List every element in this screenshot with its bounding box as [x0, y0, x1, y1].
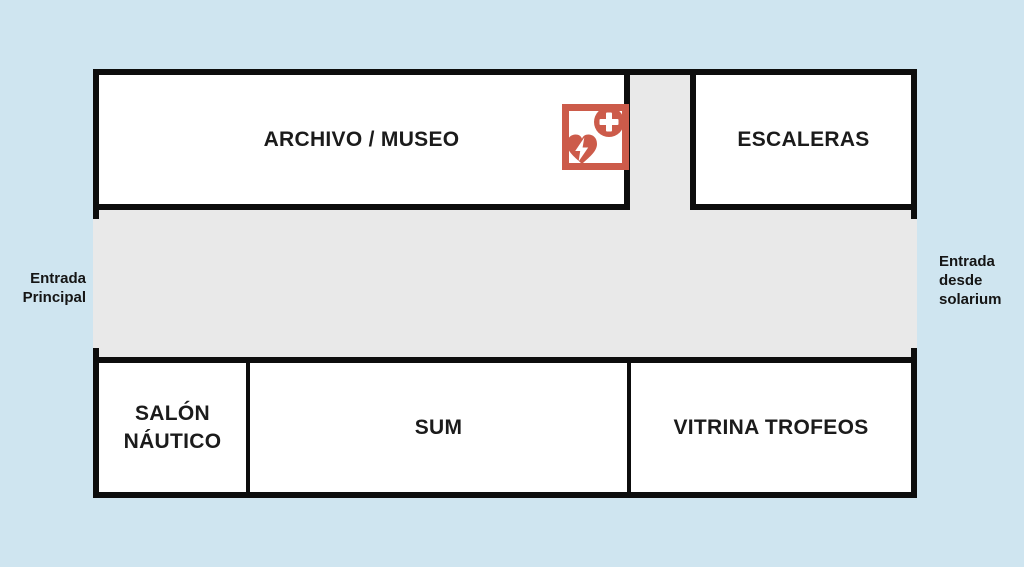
corridor-stair-passage	[630, 75, 690, 210]
room-sum: SUM	[250, 363, 631, 492]
room-escaleras-label: ESCALERAS	[737, 127, 870, 151]
room-archivo-museo-label: ARCHIVO / MUSEO	[263, 127, 460, 151]
corridor-main	[93, 210, 917, 357]
room-salon-nautico: SALÓN NÁUTICO	[99, 363, 250, 492]
room-vitrina-trofeos: VITRINA TROFEOS	[631, 363, 911, 492]
room-escaleras: ESCALERAS	[690, 69, 917, 210]
wall-stub-left-top	[93, 210, 99, 219]
entrance-principal-label: Entrada Principal	[22, 270, 86, 306]
entrance-solarium-label: Entrada desde solarium	[939, 253, 1002, 308]
room-salon-nautico-label: SALÓN NÁUTICO	[123, 402, 222, 453]
wall-stub-right-top	[911, 210, 917, 219]
wall-stub-left-bottom	[93, 348, 99, 357]
wall-stub-right-bottom	[911, 348, 917, 357]
room-vitrina-trofeos-label: VITRINA TROFEOS	[673, 415, 869, 439]
room-sum-label: SUM	[414, 415, 463, 439]
room-archivo-museo: ARCHIVO / MUSEO	[93, 69, 630, 210]
wall-segment-top	[626, 69, 694, 75]
defibrillator-aed-icon	[562, 104, 629, 170]
room-row-bottom: SALÓN NÁUTICO SUM VITRINA TROFEOS	[93, 357, 917, 498]
